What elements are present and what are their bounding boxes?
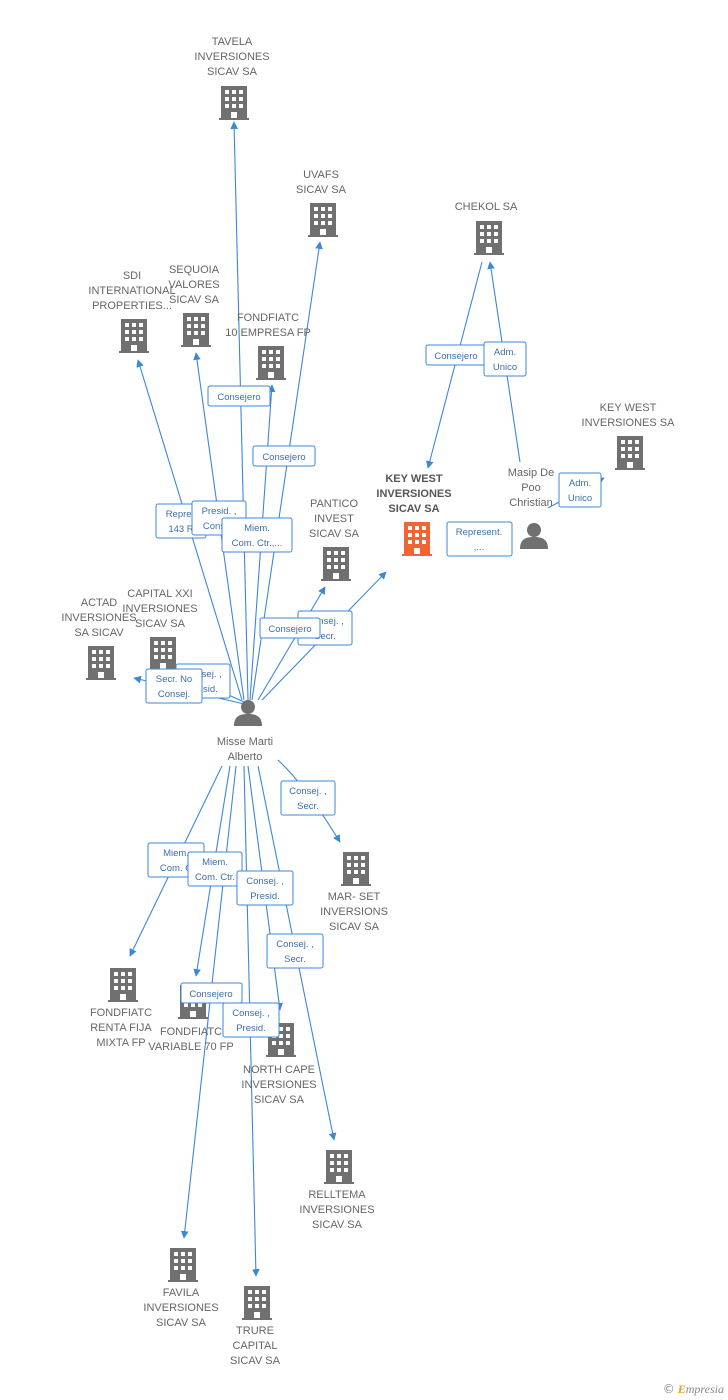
company-node-chekol[interactable] xyxy=(474,221,504,255)
company-node-keywestinv[interactable] xyxy=(615,436,645,470)
edge-label-consejero-pantico[interactable]: Consejero xyxy=(259,617,321,639)
edge-label-miem-fondfiatcrv[interactable]: Miem.Com. Ctr. xyxy=(187,851,243,887)
edge-misse-tavela xyxy=(230,121,249,701)
edge-label-adm-chekol[interactable]: Adm.Unico xyxy=(483,341,527,377)
brand-footer: ©Empresia xyxy=(663,1382,724,1397)
company-node-fondfiatc10[interactable] xyxy=(256,346,286,380)
svg-text:Consejero: Consejero xyxy=(189,989,232,1000)
edge-label-consej-relltema[interactable]: Consej. ,Secr. xyxy=(266,933,324,969)
label-chekol: CHEKOL SA xyxy=(455,201,518,213)
company-node-sdi[interactable] xyxy=(119,319,149,353)
company-node-actad[interactable] xyxy=(86,646,116,680)
person-node-misse[interactable] xyxy=(234,700,262,726)
svg-text:Consejero: Consejero xyxy=(268,624,311,635)
edge-label-miem-tavela[interactable]: Miem.Com. Ctr.,... xyxy=(221,517,293,553)
company-node-tavela[interactable] xyxy=(219,86,249,120)
company-node-relltema[interactable] xyxy=(324,1150,354,1184)
brand-initial: E xyxy=(677,1382,686,1396)
company-node-sequoia[interactable] xyxy=(181,313,211,347)
edge-label-consejero-chekol[interactable]: Consejero xyxy=(425,344,487,366)
company-node-fondfiatcrf[interactable] xyxy=(108,968,138,1002)
company-node-favila[interactable] xyxy=(168,1248,198,1282)
svg-text:Consejero: Consejero xyxy=(217,392,260,403)
svg-text:Consej. ,Presid.: Consej. ,Presid. xyxy=(184,669,222,695)
edge-label-consej-northcape[interactable]: Consej. ,Presid. xyxy=(236,870,294,906)
nodes xyxy=(86,86,645,1320)
edge-label-represent-masip[interactable]: Represent.,... xyxy=(446,521,513,557)
company-node-pantico[interactable] xyxy=(321,547,351,581)
svg-text:Adm.Unico: Adm.Unico xyxy=(493,347,517,373)
svg-text:Consej. ,Secr.: Consej. ,Secr. xyxy=(289,786,327,812)
edge-label-consejero-uvafs[interactable]: Consejero xyxy=(207,385,271,407)
svg-text:Consej. ,Secr.: Consej. ,Secr. xyxy=(306,616,344,642)
svg-text:Consej. ,Presid.: Consej. ,Presid. xyxy=(246,876,284,902)
svg-text:Consejero: Consejero xyxy=(434,351,477,362)
company-node-uvafs[interactable] xyxy=(308,203,338,237)
svg-text:Miem.Com. Ctr.,...: Miem.Com. Ctr.,... xyxy=(232,523,283,549)
svg-text:Miem.Com. Ctr.: Miem.Com. Ctr. xyxy=(195,857,235,883)
company-node-marset[interactable] xyxy=(341,852,371,886)
edge-label-consejero-favila[interactable]: Consejero xyxy=(180,982,243,1004)
copyright-icon: © xyxy=(662,1382,675,1396)
edge-label-consej-marset[interactable]: Consej. ,Secr. xyxy=(280,780,336,816)
edge-label-adm-keywestinv[interactable]: Adm.Unico xyxy=(558,472,602,508)
person-node-masip[interactable] xyxy=(520,523,548,549)
svg-text:Miem.Com. C: Miem.Com. C xyxy=(160,848,192,874)
svg-text:Presid. ,Consej.: Presid. ,Consej. xyxy=(202,506,237,532)
company-node-capitalxxi[interactable] xyxy=(148,637,178,671)
edge-misse-pantico xyxy=(257,586,326,701)
svg-text:Consej. ,Secr.: Consej. ,Secr. xyxy=(276,939,314,965)
brand-name: mpresia xyxy=(685,1382,724,1396)
svg-text:Adm.Unico: Adm.Unico xyxy=(568,478,592,504)
edge-label-consej-trure[interactable]: Consej. ,Presid. xyxy=(222,1002,280,1038)
focus-company-node-keywest[interactable] xyxy=(402,522,432,556)
svg-text:Represent.,...: Represent.,... xyxy=(456,527,502,553)
svg-text:Consejero: Consejero xyxy=(262,452,305,463)
svg-text:Consej. ,Presid.: Consej. ,Presid. xyxy=(232,1008,270,1034)
edge-label-consejero-fondfiatc10[interactable]: Consejero xyxy=(252,445,316,467)
company-node-trure[interactable] xyxy=(242,1286,272,1320)
